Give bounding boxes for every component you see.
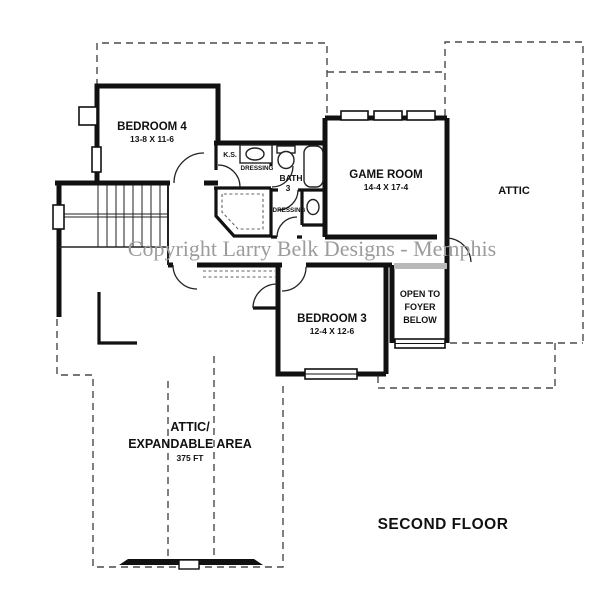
wc-sink bbox=[306, 198, 320, 216]
open-foyer-line3: BELOW bbox=[403, 315, 437, 325]
knee-wall bbox=[97, 292, 137, 345]
bath3-door-arc bbox=[271, 165, 294, 188]
stair-landing-lines bbox=[62, 213, 168, 218]
stair-hall-window bbox=[52, 204, 65, 230]
dashed-expandable-outline bbox=[56, 319, 284, 568]
bath3-label-line1: BATH bbox=[280, 173, 303, 183]
room-labels: BEDROOM 4 13-8 X 11-6 K.S. DRESSING BATH… bbox=[117, 121, 530, 533]
bed3-closet-shelves bbox=[203, 270, 275, 278]
door-arcs bbox=[172, 152, 472, 309]
bedroom3-door-arc bbox=[281, 266, 307, 292]
staircase bbox=[59, 185, 169, 265]
foyer-railing bbox=[394, 338, 446, 349]
dressing-upper-label: DRESSING bbox=[241, 165, 274, 172]
toilet-bowl bbox=[277, 150, 295, 170]
dressing-upper-door-arc bbox=[277, 189, 299, 211]
bedroom3-label: BEDROOM 3 bbox=[297, 313, 367, 325]
plan-title: SECOND FLOOR bbox=[378, 516, 509, 533]
dashed-topleft-roof bbox=[96, 42, 328, 117]
bath-fixtures bbox=[239, 144, 324, 216]
foyer-hatch-strip bbox=[394, 263, 447, 269]
walkin-closet-walls bbox=[214, 188, 273, 238]
closet-shelving bbox=[203, 193, 275, 278]
bedroom4-label: BEDROOM 4 bbox=[117, 121, 187, 133]
hall-door-arc bbox=[172, 264, 198, 290]
game-room-window-1 bbox=[340, 110, 369, 121]
ks-label: K.S. bbox=[223, 152, 237, 159]
vanity-sink bbox=[245, 147, 265, 161]
bedroom3-dims: 12-4 X 12-6 bbox=[310, 326, 355, 336]
game-room-window-3 bbox=[406, 110, 436, 121]
stair-treads bbox=[97, 185, 161, 247]
exterior-walls bbox=[55, 83, 450, 377]
attic-label: ATTIC bbox=[498, 185, 530, 197]
bedroom4-walls bbox=[94, 83, 221, 185]
dressing-lower-label: DRESSING bbox=[273, 207, 306, 214]
porch-bar-notch bbox=[178, 559, 200, 570]
attic-expandable-area: 375 FT bbox=[177, 453, 205, 463]
attic-expandable-line2: EXPANDABLE AREA bbox=[128, 437, 252, 451]
watermark-text: Copyright Larry Belk Designs - Memphis bbox=[128, 236, 496, 261]
bedroom4-window bbox=[91, 146, 102, 173]
game-room-label: GAME ROOM bbox=[349, 169, 422, 181]
bedroom3-window bbox=[304, 368, 358, 380]
dressing-lower-door-arc bbox=[276, 216, 298, 238]
game-room-window-2 bbox=[373, 110, 403, 121]
game-room-door-arc bbox=[446, 237, 472, 263]
windows bbox=[52, 106, 446, 380]
dashed-roof-outlines bbox=[56, 41, 584, 568]
walkin-closet-shelves bbox=[221, 193, 264, 230]
game-room-dims: 14-4 X 17-4 bbox=[364, 182, 409, 192]
attic-expandable-line1: ATTIC/ bbox=[170, 420, 210, 434]
porch-bar bbox=[119, 559, 263, 570]
dashed-attic-outline bbox=[444, 41, 584, 343]
bath3-label-line2: 3 bbox=[286, 183, 291, 193]
wc-walls bbox=[300, 190, 325, 227]
bathtub bbox=[303, 145, 324, 188]
bedroom4-dims: 13-8 X 11-6 bbox=[130, 134, 174, 144]
open-foyer-line2: FOYER bbox=[404, 302, 436, 312]
bed3-closet-door-arc bbox=[252, 283, 278, 309]
open-foyer-line1: OPEN TO bbox=[400, 289, 440, 299]
chimney-box bbox=[78, 106, 98, 126]
ks-door-arc bbox=[217, 164, 241, 188]
bedroom4-door-arc bbox=[173, 152, 205, 184]
